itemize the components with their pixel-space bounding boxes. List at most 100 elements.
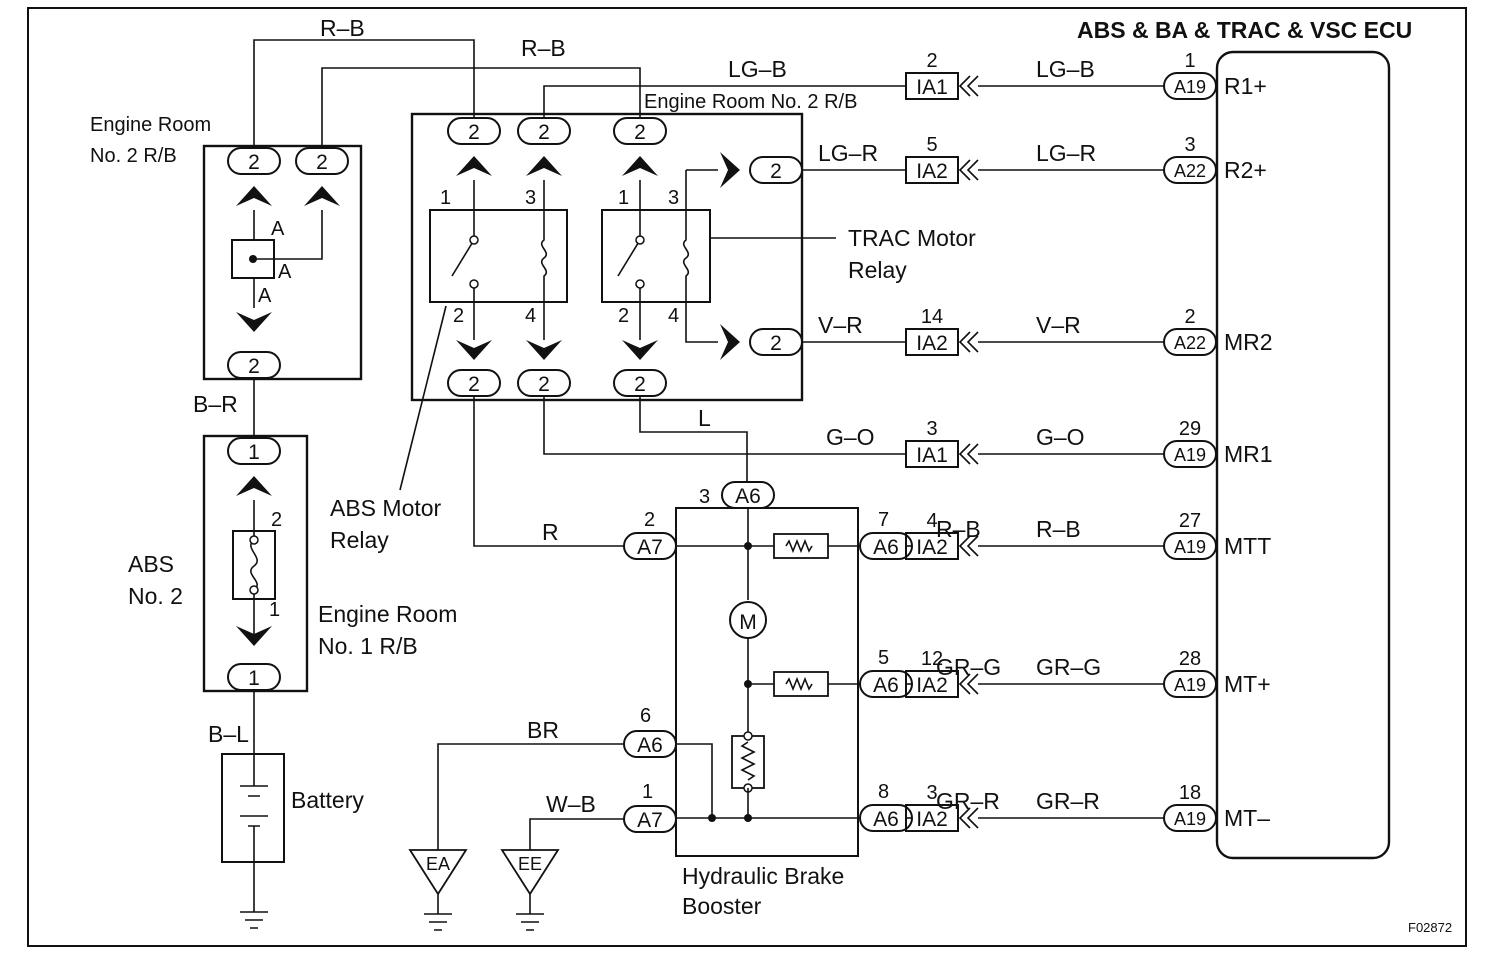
junction-label: IA2 <box>916 674 948 697</box>
ecu-terminal: MT+ <box>1224 671 1271 697</box>
connector-label: A6 <box>637 734 663 757</box>
ecu-pin: 2 <box>1184 306 1195 328</box>
ground-icon <box>240 862 268 929</box>
ecu-connector-label: A22 <box>1174 333 1206 353</box>
wire-label-vr: V–R <box>818 312 863 338</box>
connector-label: A7 <box>637 809 663 832</box>
ecu-terminal: R1+ <box>1224 73 1267 99</box>
wire-label-go: G–O <box>826 424 875 450</box>
wire-label-rb-mid: R–B <box>521 35 566 61</box>
er2-main-box <box>410 112 804 402</box>
wire-label-wb: W–B <box>546 791 596 817</box>
ecu-connector-label: A19 <box>1174 445 1206 465</box>
trac-relay-label-1: TRAC Motor <box>848 225 976 251</box>
wire-label-grg-ecu: GR–G <box>1036 654 1101 680</box>
ecu-pin: 18 <box>1179 782 1201 804</box>
er2-main-label: Engine Room No. 2 R/B <box>644 91 857 113</box>
connector-pin: 2 <box>468 373 480 396</box>
ecu-connector <box>1163 440 1217 468</box>
a7-r-pin: 2 <box>644 509 655 531</box>
er2-left-box <box>202 144 363 381</box>
arrow-left-icon <box>958 673 979 695</box>
arrow-down-icon <box>456 340 492 360</box>
ecu-box <box>1215 50 1391 860</box>
connector-pin: 2 <box>634 121 646 144</box>
junction-label: IA2 <box>916 808 948 831</box>
diagram-frame <box>27 7 1467 947</box>
connector-pin: 2 <box>538 121 550 144</box>
arrow-left-icon <box>958 535 979 557</box>
booster-box <box>675 507 859 857</box>
booster-label-1: Hydraulic Brake <box>682 863 844 889</box>
er2-left-label-1: Engine Room <box>90 114 211 136</box>
wire-label-br: B–R <box>193 391 238 417</box>
connector-pin: 2 <box>634 373 646 396</box>
junction-pin: 3 <box>926 782 937 804</box>
connector-label: A6 <box>873 808 899 831</box>
wire-label-r: R <box>542 519 559 545</box>
abs-fuse-label-1: ABS <box>128 551 174 577</box>
abs-relay-label-1: ABS Motor <box>330 495 442 521</box>
wire-label-lgb: LG–B <box>728 56 787 82</box>
er2-left-label-2: No. 2 R/B <box>90 145 177 167</box>
junction-ia1 <box>905 72 959 100</box>
arrow-up-icon <box>236 186 272 206</box>
connector-label: A6 <box>735 485 761 508</box>
er1-label-1: Engine Room <box>318 601 457 627</box>
wire-label-bl: B–L <box>208 721 249 747</box>
ecu-terminal: MR2 <box>1224 329 1273 355</box>
connector-pin: 2 <box>468 121 480 144</box>
connector-pill <box>447 117 501 145</box>
connector-pin: 2 <box>770 332 782 355</box>
connector-pin: 8 <box>878 781 889 803</box>
ecu-terminal: MR1 <box>1224 441 1273 467</box>
junction-pin: 14 <box>921 306 943 328</box>
arrow-left-icon <box>958 331 979 353</box>
relay-pin: 1 <box>440 187 451 209</box>
wire-label-grr-ecu: GR–R <box>1036 788 1100 814</box>
arrow-down-icon <box>622 340 658 360</box>
junction-ia2 <box>905 670 959 698</box>
ecu-connector-label: A19 <box>1174 537 1206 557</box>
connector-pin: 5 <box>878 647 889 669</box>
arrow-left-icon <box>958 159 979 181</box>
ecu-pin: 1 <box>1184 50 1195 72</box>
ecu-connector-label: A19 <box>1174 809 1206 829</box>
ecu-connector <box>1163 72 1217 100</box>
abs-relay-label-2: Relay <box>330 527 389 553</box>
pin-a-label: A <box>258 285 272 307</box>
ecu-connector <box>1163 804 1217 832</box>
ecu-connector-label: A22 <box>1174 161 1206 181</box>
ecu-pin: 29 <box>1179 418 1201 440</box>
connector-pin: 2 <box>248 151 260 174</box>
junction-label: IA1 <box>916 76 948 99</box>
connector-pin: 2 <box>770 160 782 183</box>
junction-label: IA2 <box>916 332 948 355</box>
arrow-up-icon <box>526 156 562 176</box>
junction-ia2 <box>905 328 959 356</box>
ecu-terminal: R2+ <box>1224 157 1267 183</box>
arrow-left-icon <box>958 443 979 465</box>
relay-pin: 4 <box>668 305 679 327</box>
ecu-terminal: MTT <box>1224 533 1271 559</box>
ecu-connector <box>1163 532 1217 560</box>
junction-label: IA2 <box>916 160 948 183</box>
arrow-down-icon <box>236 312 272 332</box>
battery-box <box>221 753 285 863</box>
pin-a-label: A <box>278 261 292 283</box>
junction-pin: 3 <box>926 418 937 440</box>
motor-label: M <box>739 611 757 634</box>
connector-pin: 2 <box>538 373 550 396</box>
ground-ea-icon <box>408 849 468 896</box>
trac-relay-label-2: Relay <box>848 257 907 283</box>
junction-label: IA2 <box>916 536 948 559</box>
junction-ia2 <box>905 156 959 184</box>
relay-pin: 3 <box>525 187 536 209</box>
arrow-right-icon <box>720 324 740 360</box>
wire-label-br-ground: BR <box>527 717 559 743</box>
ground-ee-icon <box>500 849 560 896</box>
er1-label-2: No. 1 R/B <box>318 633 418 659</box>
connector-label: A7 <box>637 536 663 559</box>
a7-wb-pin: 1 <box>642 781 653 803</box>
